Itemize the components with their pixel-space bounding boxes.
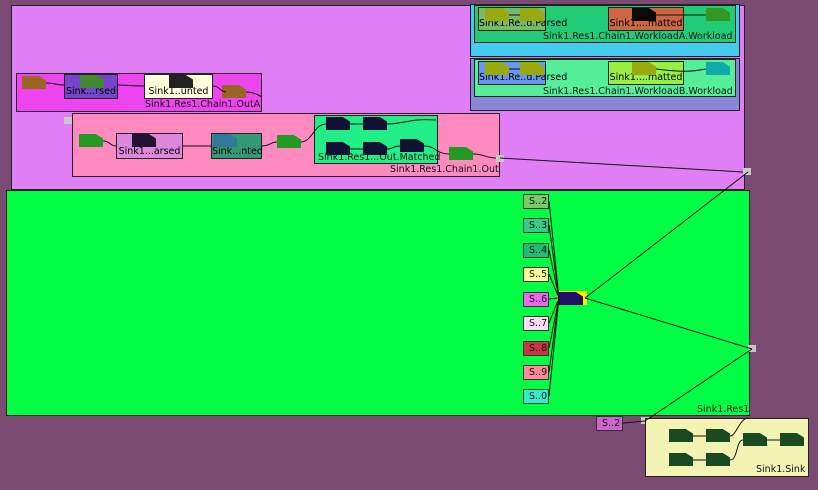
source-4[interactable]: S..4 bbox=[523, 243, 549, 258]
port-outa[interactable] bbox=[64, 117, 72, 124]
node-outa-unted[interactable]: Sink1..unted bbox=[144, 74, 213, 99]
wb-tag-4 bbox=[706, 62, 730, 75]
sink-tag-1 bbox=[669, 429, 693, 442]
out-a-label: Sink1.Res1.Chain1.OutA bbox=[145, 99, 261, 110]
source-8-label: S..8 bbox=[529, 343, 548, 354]
node-wa-matted[interactable]: Sink1....matted bbox=[608, 7, 684, 31]
wa-tag-2 bbox=[520, 8, 544, 21]
matched-tag-3 bbox=[326, 142, 350, 155]
outa-tag-3 bbox=[169, 75, 193, 88]
out-tag-3 bbox=[213, 134, 237, 147]
port-chain-out[interactable] bbox=[496, 155, 504, 162]
source-9[interactable]: S..9 bbox=[523, 365, 549, 380]
node-wb-parsed-label: Sink1.Re..d.Parsed bbox=[479, 72, 568, 83]
out-matched-label: Sink1.Res1...Out.Matched bbox=[318, 152, 441, 163]
port-res1-right[interactable] bbox=[748, 345, 756, 352]
matched-tag-2 bbox=[363, 117, 387, 130]
sink-tag-3 bbox=[743, 433, 767, 446]
node-wb-matted-label: Sink1....matted bbox=[609, 72, 683, 83]
workload-b-label: Sink1.Res1.Chain1.WorkloadB.Workload bbox=[543, 86, 733, 97]
wb-tag-1 bbox=[485, 62, 509, 75]
matched-tag-1 bbox=[326, 117, 350, 130]
out-tag-2 bbox=[132, 134, 156, 147]
out-tag-4 bbox=[277, 135, 301, 148]
port-chain1-right[interactable] bbox=[743, 168, 751, 175]
node-outa-unted-label: Sink1..unted bbox=[148, 86, 209, 97]
source-6-label: S..6 bbox=[529, 294, 548, 305]
node-wa-matted-label: Sink1....matted bbox=[609, 18, 683, 29]
res1-label: Sink1.Res1 bbox=[697, 404, 750, 415]
source-5[interactable]: S..5 bbox=[523, 267, 549, 282]
source-2[interactable]: S..2 bbox=[523, 194, 549, 209]
wb-tag-2 bbox=[520, 62, 544, 75]
sink-tag-6 bbox=[706, 453, 730, 466]
outa-tag-4 bbox=[222, 85, 246, 98]
wa-tag-1 bbox=[485, 8, 509, 21]
hub-tag bbox=[559, 292, 583, 305]
wa-tag-4 bbox=[706, 8, 730, 21]
wa-tag-3 bbox=[632, 8, 656, 21]
source-9-label: S..9 bbox=[529, 367, 548, 378]
source-8[interactable]: S..8 bbox=[523, 341, 549, 356]
sink-tag-5 bbox=[669, 453, 693, 466]
source-3[interactable]: S..3 bbox=[523, 218, 549, 233]
node-wa-parsed-label: Sink1.Re..d.Parsed bbox=[479, 18, 568, 29]
sink-label: Sink1.Sink bbox=[756, 464, 806, 475]
out-tag-1 bbox=[79, 134, 103, 147]
sink-tag-2 bbox=[706, 429, 730, 442]
source-3-label: S..3 bbox=[529, 220, 548, 231]
node-outa-rsed-label: Sink...rsed bbox=[66, 86, 116, 97]
source-5-label: S..5 bbox=[529, 269, 548, 280]
source-6[interactable]: S..6 bbox=[523, 292, 549, 307]
wb-tag-3 bbox=[632, 62, 656, 75]
source-7-label: S..7 bbox=[529, 318, 548, 329]
source-0[interactable]: S..0 bbox=[523, 389, 549, 404]
node-out-arsed-label: Sink1...arsed bbox=[118, 146, 181, 157]
outa-tag-2 bbox=[80, 75, 104, 88]
matched-tag-4 bbox=[363, 142, 387, 155]
bottom-source[interactable]: S..2 bbox=[596, 416, 623, 431]
source-4-label: S..4 bbox=[529, 245, 548, 256]
workload-a-label: Sink1.Res1.Chain1.WorkloadA.Workload bbox=[543, 31, 733, 42]
matched-tag-5 bbox=[400, 139, 424, 152]
bottom-source-label: S..2 bbox=[602, 418, 621, 429]
res1-region bbox=[6, 190, 750, 416]
chain-out-label: Sink1.Res1.Chain1.Out bbox=[390, 164, 499, 175]
node-out-nted-label: Sink...nted bbox=[212, 146, 263, 157]
sink-tag-4 bbox=[780, 433, 804, 446]
source-7[interactable]: S..7 bbox=[523, 316, 549, 331]
outa-tag-1 bbox=[22, 76, 46, 89]
source-0-label: S..0 bbox=[529, 391, 548, 402]
out-tag-5 bbox=[449, 147, 473, 160]
out-a-region[interactable] bbox=[16, 73, 262, 112]
source-2-label: S..2 bbox=[529, 196, 548, 207]
